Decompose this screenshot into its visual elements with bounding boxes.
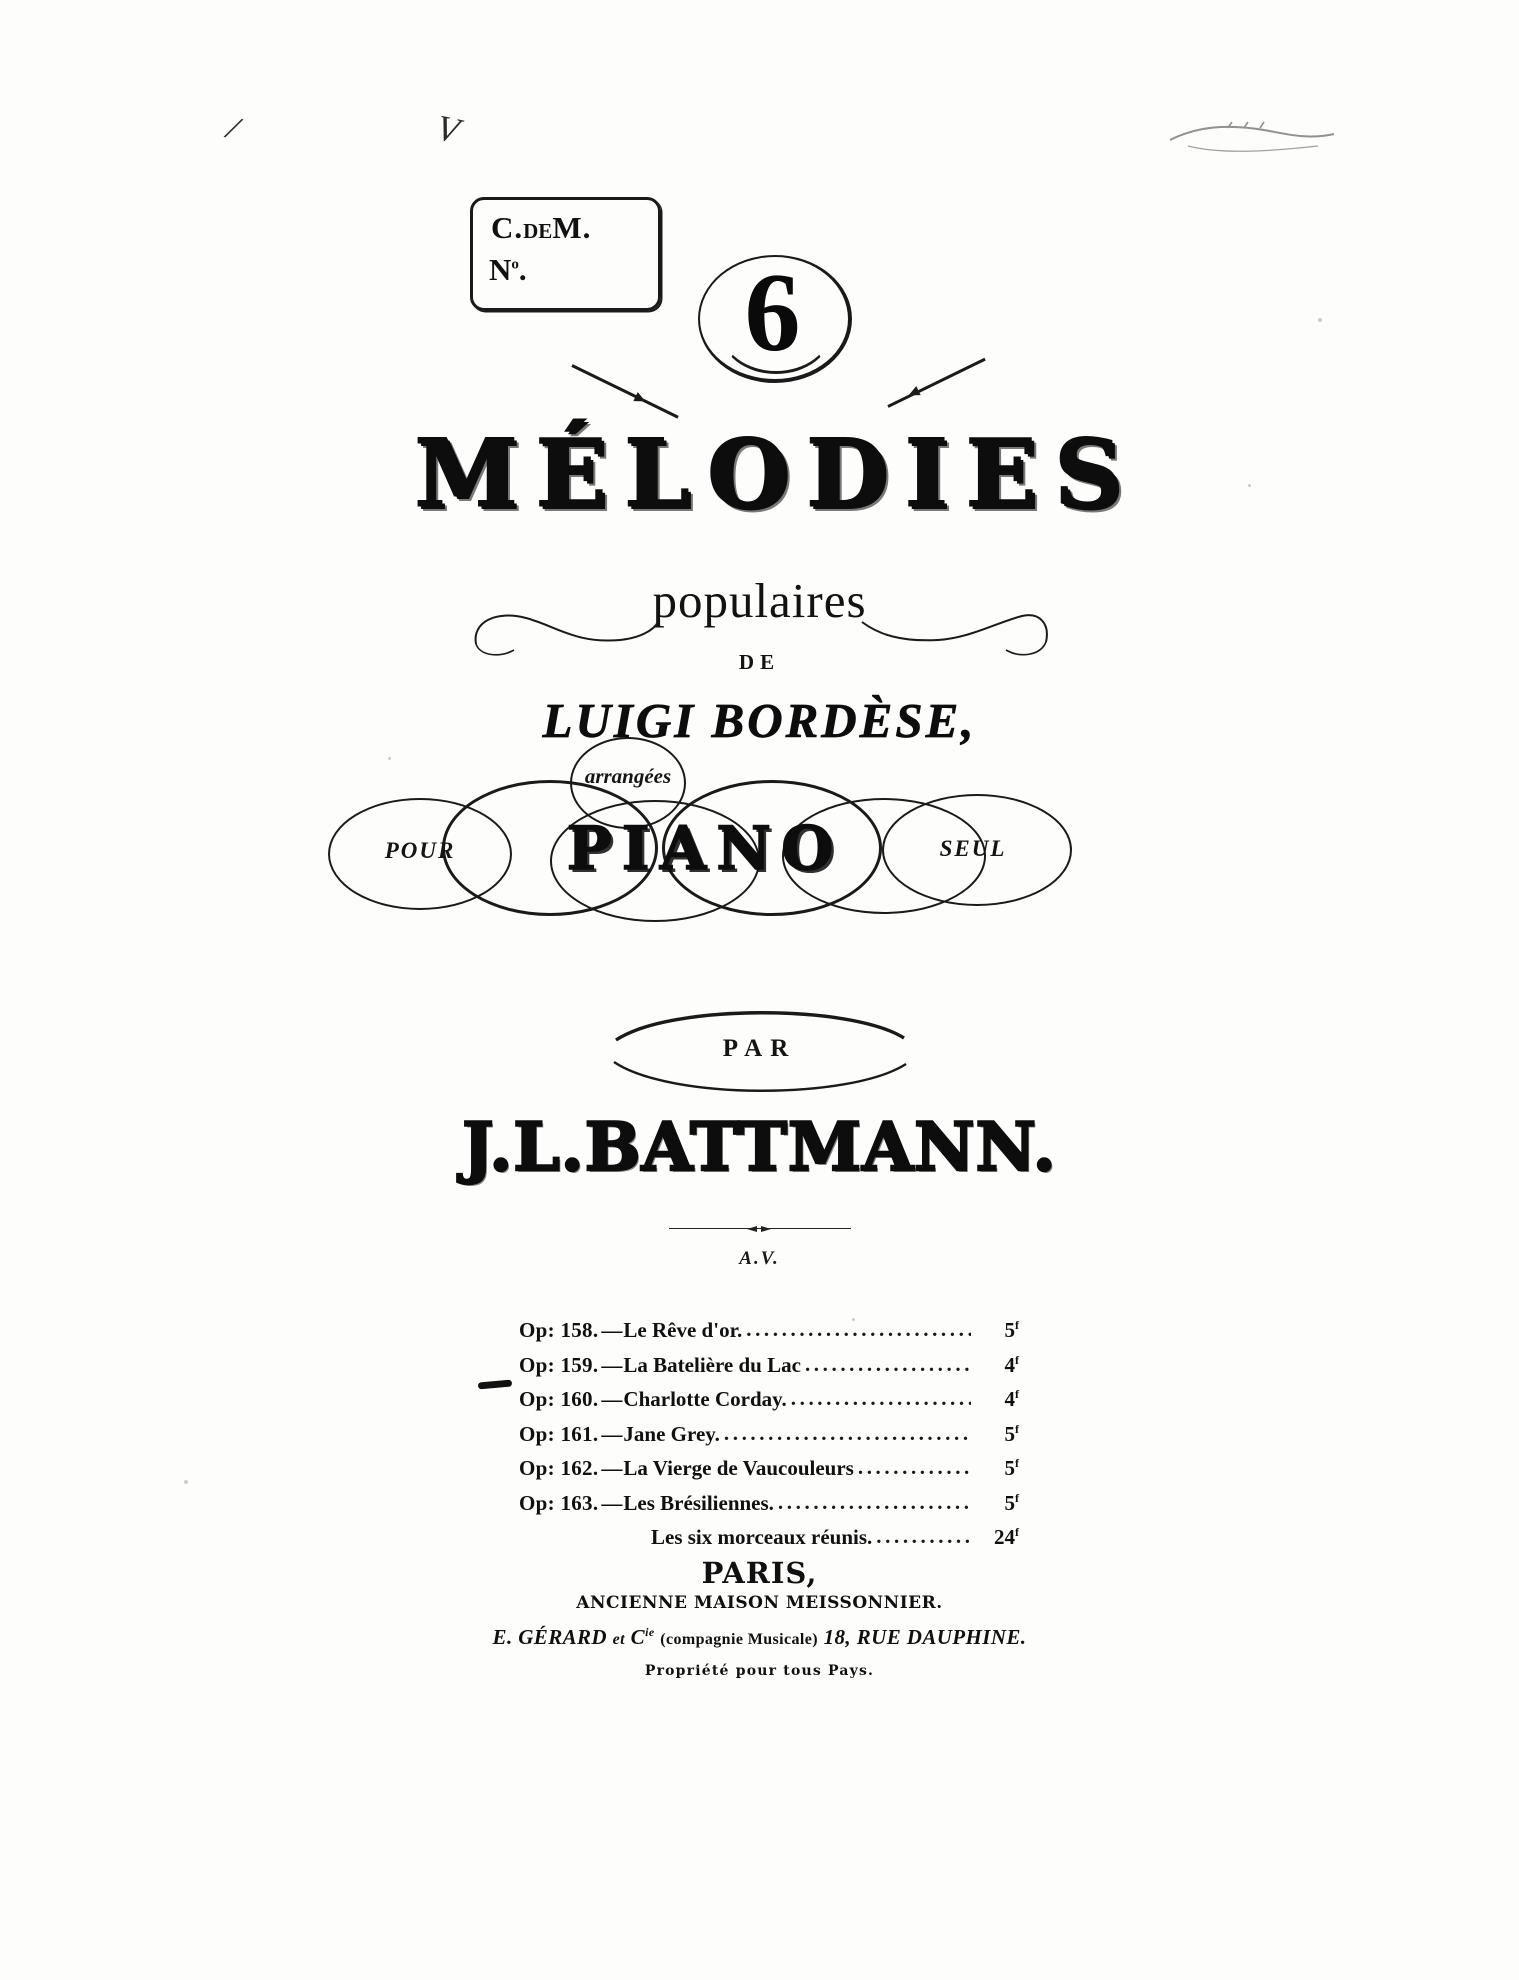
total-price: 24f [994, 1525, 1019, 1549]
title-de-label: DE [738, 650, 781, 674]
imprint-publisher: E. GÉRARD et Cie (compagnie Musicale) 18… [0, 1616, 1519, 1656]
numeral-ring-outer [698, 255, 852, 383]
pencil-mark-2: V [433, 107, 463, 151]
imprint-house: ANCIENNE MAISON MEISSONNIER. [576, 1593, 943, 1613]
paper-speck [388, 757, 391, 760]
ornament-oval-arrangees [570, 737, 686, 829]
opus-dash: — [601, 1387, 622, 1411]
title-numeral: 6 [744, 251, 801, 375]
corner-scribble [1169, 121, 1335, 152]
imprint-city: PARIS, [701, 1556, 818, 1590]
work-price: 5f [1004, 1318, 1020, 1342]
publisher-name: E. GÉRARD [492, 1625, 607, 1649]
stamp-line-institution: C.DEM. [491, 210, 592, 245]
publisher-imprint: PARIS, ANCIENNE MAISON MEISSONNIER. E. G… [0, 1556, 1519, 1686]
arrow-left-icon [633, 392, 648, 406]
work-title: La Vierge de Vaucouleurs [623, 1456, 854, 1480]
composer-name: LUIGI BORDÈSE, [542, 693, 977, 749]
title-subtitle: populaires [652, 573, 867, 628]
title-numeral-ornament: 6 [690, 255, 865, 385]
arrow-right-line [887, 357, 986, 408]
contents-row: Op: 160. — Charlotte Corday. ...........… [519, 1380, 1019, 1415]
par-arc-top [614, 1011, 905, 1042]
pencil-mark-1: / [222, 109, 244, 148]
oval-chain-ornament: arrangées POUR PIANO SEUL [328, 737, 1120, 942]
dot-leader: ........................................… [804, 1351, 971, 1376]
plate-mark: A.V. [739, 1248, 780, 1269]
dot-leader: ........................................… [876, 1524, 971, 1548]
contents-row: Op: 158. — Le Rêve d'or. ...............… [519, 1311, 1019, 1346]
work-price: 5f [1004, 1456, 1020, 1480]
library-stamp: C.DEM. No. [470, 197, 661, 311]
contents-row: Op: 162. — La Vierge de Vaucouleurs ....… [519, 1449, 1019, 1484]
paper-speck [852, 1318, 855, 1321]
arrangement-label: arrangées [584, 764, 672, 788]
imprint-rights: Propriété pour tous Pays. [644, 1663, 875, 1679]
flourish-left [474, 614, 659, 656]
seul-label: SEUL [939, 836, 1007, 861]
dot-leader: ........................................… [723, 1420, 971, 1445]
instrument-label: PIANO [566, 813, 844, 884]
opus-number: Op: 159. [519, 1352, 599, 1377]
pour-label: POUR [384, 838, 456, 863]
work-price: 5f [1004, 1490, 1020, 1515]
work-price: 5f [1004, 1421, 1020, 1446]
page-title: MÉLODIES [414, 419, 1139, 529]
paper-speck [1318, 318, 1322, 322]
publisher-description: (compagnie Musicale) [660, 1631, 818, 1648]
publisher-cie: Cie [630, 1625, 655, 1649]
ornament-oval-6 [882, 794, 1072, 906]
dot-leader: ........................................… [790, 1386, 971, 1410]
work-title: Jane Grey. [623, 1421, 720, 1446]
opus-dash: — [601, 1421, 622, 1446]
stamp-line-number: No. [489, 252, 527, 287]
opus-number: Op: 160. [519, 1387, 599, 1411]
opus-dash: — [601, 1490, 622, 1515]
contents-row: Op: 159. — La Batelière du Lac .........… [519, 1346, 1019, 1381]
work-title: Les Brésiliennes. [623, 1490, 774, 1515]
numeral-ring-inner [720, 287, 832, 374]
opus-number: Op: 163. [519, 1490, 599, 1515]
work-price: 4f [1004, 1352, 1020, 1377]
work-title: La Batelière du Lac [623, 1352, 801, 1377]
opus-dash: — [601, 1352, 622, 1377]
opus-dash: — [601, 1456, 622, 1480]
arrow-left-line [571, 364, 679, 419]
opus-dash: — [601, 1318, 622, 1342]
opus-number: Op: 158. [519, 1318, 599, 1342]
arranger-name: J.L.BATTMANN. [461, 1107, 1057, 1188]
divider-rule [668, 1226, 851, 1232]
publisher-conjunction: et [612, 1631, 626, 1648]
flourish-right [861, 614, 1048, 656]
opus-number: Op: 162. [519, 1456, 599, 1480]
total-title: Les six morceaux réunis. [651, 1525, 873, 1549]
publisher-address: 18, RUE DAUPHINE. [823, 1625, 1027, 1649]
dot-leader: ........................................… [857, 1455, 971, 1479]
dot-leader: ........................................… [777, 1489, 971, 1514]
dot-leader: ........................................… [746, 1317, 971, 1341]
contents-row-total: Les six morceaux réunis. ...............… [519, 1518, 1019, 1553]
paper-speck [1248, 484, 1251, 487]
work-price: 4f [1004, 1387, 1020, 1411]
contents-row: Op: 163. — Les Brésiliennes. ...........… [519, 1484, 1019, 1519]
contents-row: Op: 161. — Jane Grey. ..................… [519, 1415, 1019, 1450]
par-arc-bottom [612, 1061, 907, 1092]
work-title: Le Rêve d'or. [623, 1318, 743, 1342]
opus-number: Op: 161. [519, 1421, 599, 1446]
ink-pen-mark [477, 1379, 513, 1390]
paper-speck [184, 1480, 188, 1484]
contents-list: Op: 158. — Le Rêve d'or. ...............… [519, 1311, 1019, 1553]
work-title: Charlotte Corday. [623, 1387, 787, 1411]
par-label: PAR [722, 1035, 797, 1062]
